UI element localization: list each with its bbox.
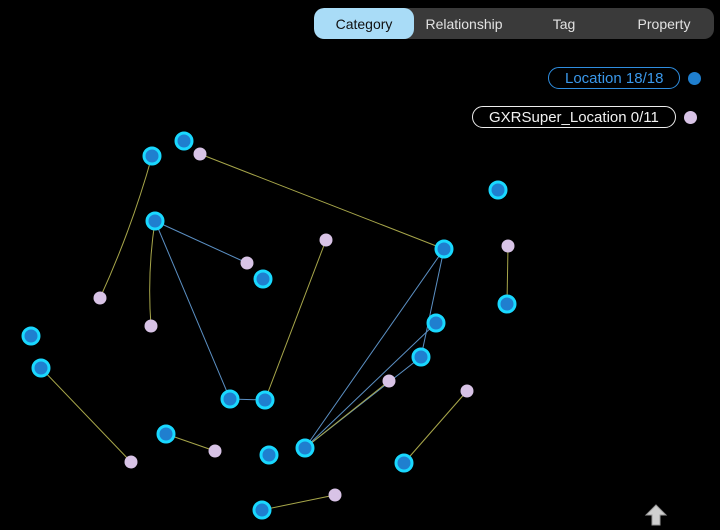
location-node[interactable] — [497, 294, 517, 314]
legend-label-gxrsuper-location[interactable]: GXRSuper_Location 0/11 — [472, 106, 676, 128]
location-node[interactable] — [174, 131, 194, 151]
gxrsuper-location-node[interactable] — [460, 384, 474, 398]
graph-edge[interactable] — [154, 220, 231, 400]
legend-label-location[interactable]: Location 18/18 — [548, 67, 681, 89]
legend-item-location[interactable]: Location 18/18 — [548, 67, 702, 89]
location-node[interactable] — [434, 239, 454, 259]
graph-edge[interactable] — [304, 248, 445, 449]
graph-edge[interactable] — [261, 494, 336, 511]
legend-dot-location — [688, 71, 702, 85]
tab-property[interactable]: Property — [637, 15, 691, 32]
view-tabs: Category Relationship Tag Property — [314, 8, 714, 39]
graph-edge[interactable] — [40, 367, 132, 463]
graph-nodes — [21, 131, 517, 520]
gxrsuper-location-node[interactable] — [124, 455, 138, 469]
gxrsuper-location-node[interactable] — [382, 374, 396, 388]
gxrsuper-location-node[interactable] — [208, 444, 222, 458]
tab-tag[interactable]: Tag — [552, 15, 576, 32]
gxrsuper-location-node[interactable] — [193, 147, 207, 161]
gxrsuper-location-node[interactable] — [144, 319, 158, 333]
location-node[interactable] — [156, 424, 176, 444]
location-node[interactable] — [295, 438, 315, 458]
location-node[interactable] — [31, 358, 51, 378]
graph-edge[interactable] — [149, 220, 156, 327]
gxrsuper-location-node[interactable] — [319, 233, 333, 247]
location-node[interactable] — [142, 146, 162, 166]
location-node[interactable] — [145, 211, 165, 231]
graph-edge[interactable] — [199, 153, 445, 250]
location-node[interactable] — [488, 180, 508, 200]
tab-relationship[interactable]: Relationship — [425, 15, 503, 32]
gxrsuper-location-node[interactable] — [93, 291, 107, 305]
legend-item-gxrsuper-location[interactable]: GXRSuper_Location 0/11 — [472, 106, 697, 128]
location-node[interactable] — [394, 453, 414, 473]
location-node[interactable] — [252, 500, 272, 520]
graph-edge[interactable] — [99, 155, 153, 299]
location-node[interactable] — [426, 313, 446, 333]
location-node[interactable] — [255, 390, 275, 410]
graph-edge[interactable] — [264, 239, 327, 401]
location-node[interactable] — [253, 269, 273, 289]
gxrsuper-location-node[interactable] — [240, 256, 254, 270]
location-node[interactable] — [220, 389, 240, 409]
graph-edge[interactable] — [403, 390, 468, 464]
graph-edge[interactable] — [304, 380, 390, 449]
location-node[interactable] — [411, 347, 431, 367]
location-node[interactable] — [21, 326, 41, 346]
graph-edge[interactable] — [304, 322, 437, 449]
up-arrow-icon[interactable] — [644, 503, 668, 527]
legend-dot-gxrsuper-location — [683, 110, 697, 124]
tab-category[interactable]: Category — [314, 8, 414, 39]
location-node[interactable] — [259, 445, 279, 465]
graph-edge[interactable] — [420, 248, 445, 358]
gxrsuper-location-node[interactable] — [501, 239, 515, 253]
gxrsuper-location-node[interactable] — [328, 488, 342, 502]
graph-edge[interactable] — [154, 220, 248, 264]
